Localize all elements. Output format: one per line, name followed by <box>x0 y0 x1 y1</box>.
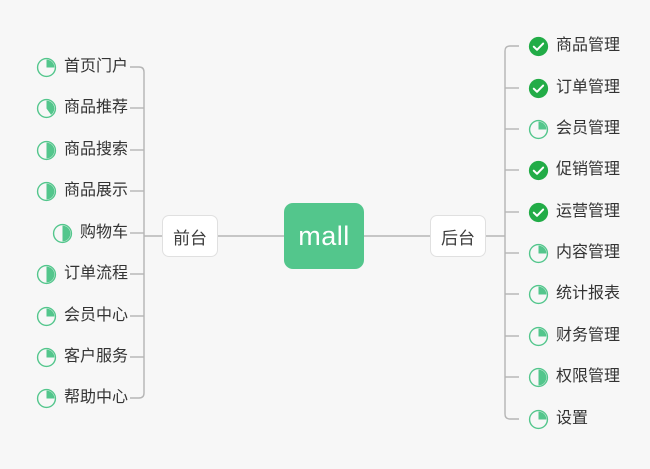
leaf-item-label: 商品搜索 <box>63 141 128 158</box>
pie-progress-icon <box>36 306 57 326</box>
leaf-item[interactable]: 会员中心 <box>36 304 128 328</box>
check-circle-icon <box>528 160 549 180</box>
pie-progress-icon <box>36 347 57 367</box>
leaf-item-label: 促销管理 <box>556 161 621 178</box>
leaf-item[interactable]: 商品搜索 <box>36 138 128 162</box>
leaf-item[interactable]: 商品推荐 <box>36 96 128 120</box>
leaf-item[interactable]: 商品管理 <box>528 34 620 58</box>
pie-progress-icon <box>36 140 57 160</box>
check-circle-icon <box>528 202 549 222</box>
branch-node-backend[interactable]: 后台 <box>430 215 486 257</box>
branch-node-frontend-label: 前台 <box>173 228 207 248</box>
pie-progress-icon <box>52 223 73 243</box>
leaf-item-label: 会员管理 <box>556 120 621 137</box>
leaf-item-label: 客户服务 <box>63 348 128 365</box>
branch-node-frontend[interactable]: 前台 <box>162 215 218 257</box>
connector-line <box>504 45 519 52</box>
pie-progress-icon <box>528 367 549 387</box>
leaf-item-label: 帮助中心 <box>63 389 128 406</box>
leaf-item[interactable]: 首页门户 <box>36 55 128 79</box>
leaf-item-label: 商品推荐 <box>63 99 128 116</box>
leaf-item-label: 商品展示 <box>63 182 128 199</box>
leaf-item-label: 首页门户 <box>63 58 128 75</box>
connector-line <box>504 413 519 420</box>
pie-progress-icon <box>36 181 57 201</box>
connector-line <box>130 66 145 73</box>
pie-progress-icon <box>528 326 549 346</box>
leaf-item[interactable]: 客户服务 <box>36 345 128 369</box>
leaf-item[interactable]: 权限管理 <box>528 365 620 389</box>
leaf-item[interactable]: 统计报表 <box>528 282 620 306</box>
leaf-item-label: 运营管理 <box>556 203 621 220</box>
leaf-item-label: 订单管理 <box>556 79 621 96</box>
pie-progress-icon <box>36 98 57 118</box>
leaf-item-label: 订单流程 <box>63 265 128 282</box>
leaf-item[interactable]: 促销管理 <box>528 158 620 182</box>
pie-progress-icon <box>528 409 549 429</box>
leaf-item-label: 购物车 <box>79 224 128 241</box>
leaf-item-label: 会员中心 <box>63 307 128 324</box>
leaf-item[interactable]: 设置 <box>528 407 588 431</box>
check-circle-icon <box>528 36 549 56</box>
leaf-item-label: 内容管理 <box>556 244 621 261</box>
pie-progress-icon <box>528 119 549 139</box>
leaf-item[interactable]: 财务管理 <box>528 324 620 348</box>
center-node-mall[interactable]: mall <box>284 203 364 269</box>
leaf-item[interactable]: 商品展示 <box>36 179 128 203</box>
connector-line <box>130 392 145 399</box>
pie-progress-icon <box>36 57 57 77</box>
leaf-item[interactable]: 订单管理 <box>528 76 620 100</box>
check-circle-icon <box>528 78 549 98</box>
leaf-item[interactable]: 帮助中心 <box>36 386 128 410</box>
pie-progress-icon <box>36 388 57 408</box>
leaf-item[interactable]: 订单流程 <box>36 262 128 286</box>
pie-progress-icon <box>528 284 549 304</box>
pie-progress-icon <box>36 264 57 284</box>
pie-progress-icon <box>528 243 549 263</box>
leaf-item-label: 设置 <box>556 410 589 427</box>
branch-node-backend-label: 后台 <box>441 228 475 248</box>
leaf-item-label: 权限管理 <box>556 368 621 385</box>
leaf-item-label: 商品管理 <box>556 37 621 54</box>
leaf-item[interactable]: 购物车 <box>52 221 128 245</box>
leaf-item-label: 统计报表 <box>556 285 621 302</box>
center-node-label: mall <box>298 220 350 251</box>
leaf-item-label: 财务管理 <box>556 327 621 344</box>
leaf-item[interactable]: 内容管理 <box>528 241 620 265</box>
leaf-item[interactable]: 运营管理 <box>528 200 620 224</box>
leaf-item[interactable]: 会员管理 <box>528 117 620 141</box>
